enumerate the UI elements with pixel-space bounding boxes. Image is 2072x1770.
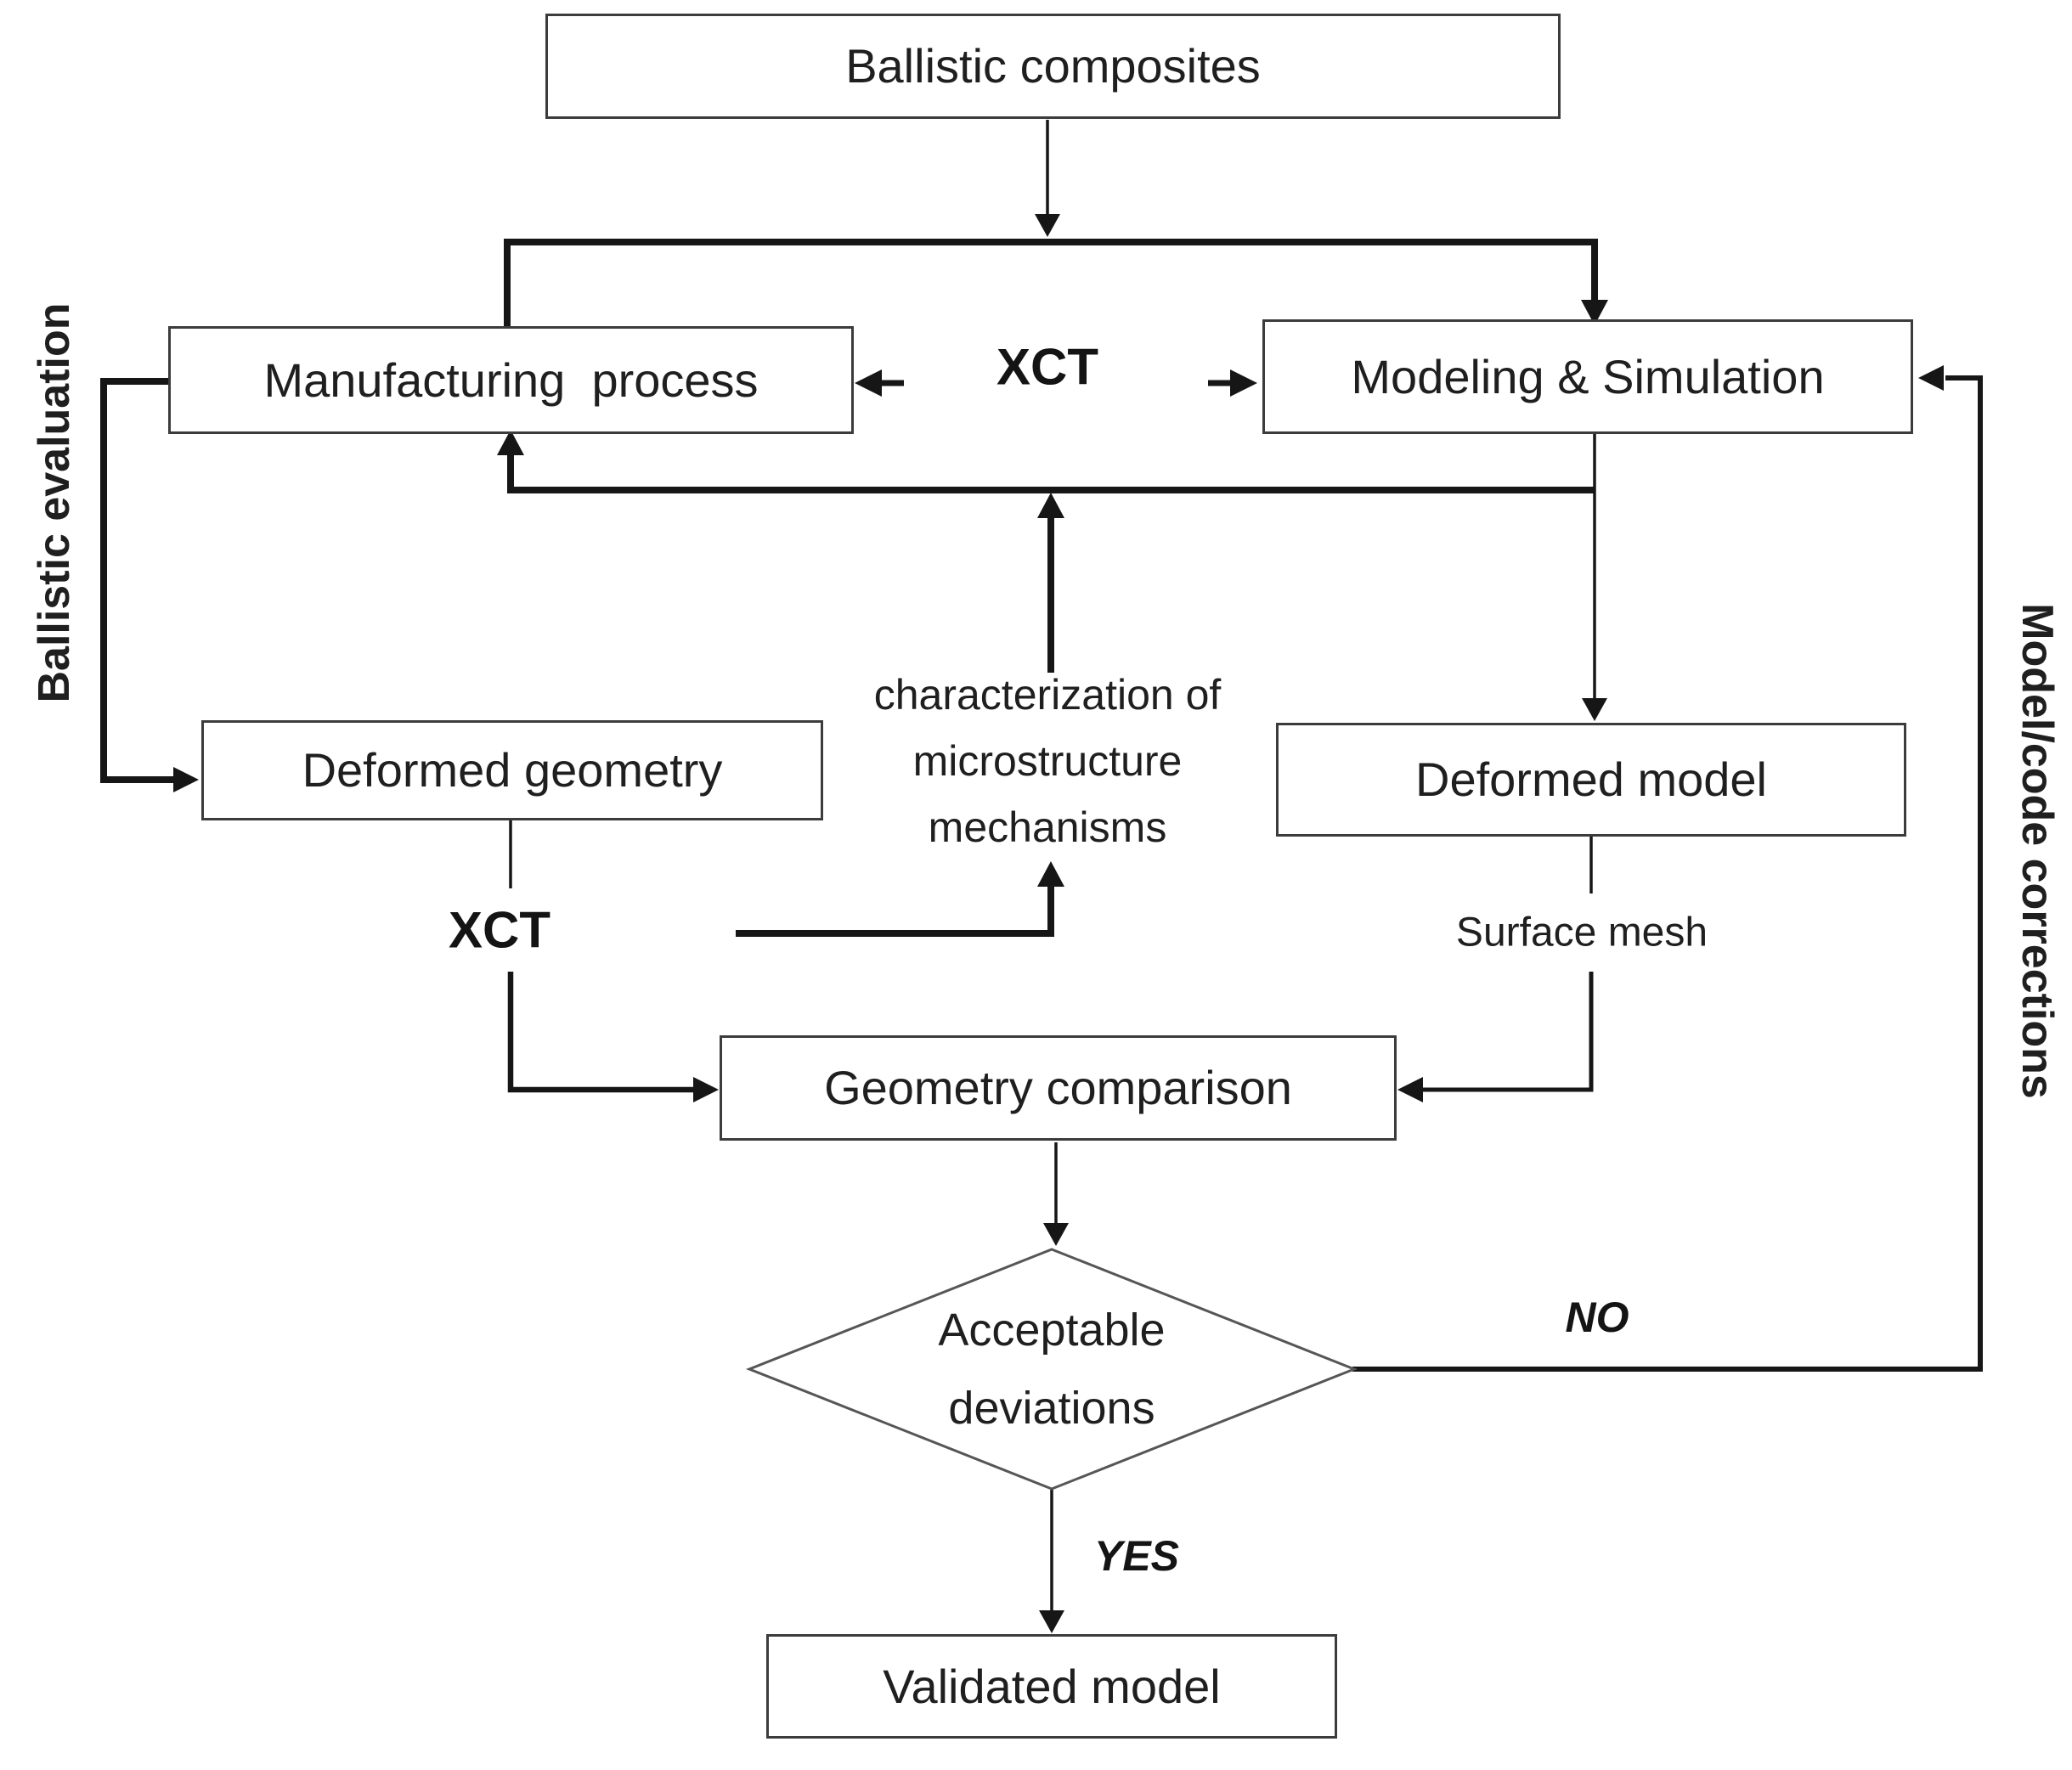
arrowhead-geometry-comparison-right-icon [1397, 1077, 1423, 1102]
label-yes: YES [1093, 1532, 1180, 1580]
node-deformed-geometry: Deformed geometry [201, 720, 823, 820]
node-deformed-geometry-label: Deformed geometry [302, 743, 723, 798]
node-deformed-model-label: Deformed model [1415, 753, 1767, 807]
label-no: NO [1565, 1294, 1629, 1341]
label-xct-lower: XCT [449, 901, 550, 959]
arrowhead-characterization-up-icon [1037, 493, 1064, 518]
label-surface-mesh: Surface mesh [1455, 910, 1708, 955]
node-modeling-simulation: Modeling & Simulation [1262, 319, 1913, 434]
label-model-code-corrections: Model/code corrections [2013, 603, 2062, 1099]
label-ballistic-evaluation: Ballistic evaluation [30, 302, 79, 703]
label-acceptable-line1: Acceptable [938, 1305, 1166, 1356]
edge-xct-to-geometry-comparison [507, 972, 698, 1093]
edge-surface-mesh-to-geometry-comparison [1417, 972, 1594, 1092]
arrowhead-decision-top-icon [1043, 1223, 1069, 1246]
node-deformed-model: Deformed model [1276, 723, 1906, 837]
node-manufacturing-process: Manufacturing process [168, 326, 854, 434]
arrowhead-return-up-icon [497, 430, 524, 455]
node-validated-model: Validated model [766, 1634, 1337, 1739]
edge-ballistic-evaluation [100, 378, 177, 783]
node-modeling-simulation-label: Modeling & Simulation [1351, 349, 1825, 403]
node-ballistic-composites-label: Ballistic composites [845, 39, 1261, 93]
label-acceptable-line2: deviations [948, 1383, 1155, 1434]
node-validated-model-label: Validated model [883, 1659, 1221, 1713]
edge-top-bracket [504, 239, 1598, 330]
label-acceptable-deviations: Acceptable deviations [938, 1291, 1165, 1447]
arrowhead-geometry-comparison-left-icon [693, 1077, 719, 1102]
label-characterization-line3: mechanisms [928, 803, 1167, 851]
arrowhead-validated-model-icon [1039, 1610, 1064, 1633]
arrowhead-deformed-model-icon [1582, 698, 1607, 721]
arrowhead-xct-left-icon [855, 369, 882, 397]
edge-return-line [507, 447, 1595, 493]
arrowhead-modeling-right-icon [1918, 365, 1944, 391]
arrowhead-composites-down-icon [1035, 214, 1060, 237]
label-characterization: characterization of microstructure mecha… [874, 662, 1222, 860]
arrowhead-bracket-right-down-icon [1581, 300, 1608, 325]
edge-no-feedback [1352, 375, 1983, 1372]
arrowhead-deformed-geometry-icon [173, 767, 199, 792]
label-characterization-line1: characterization of [873, 671, 1222, 719]
node-manufacturing-process-label: Manufacturing process [263, 352, 759, 407]
arrowhead-xct-right-icon [1230, 369, 1257, 397]
label-xct-top: XCT [996, 338, 1098, 396]
node-geometry-comparison-label: Geometry comparison [824, 1061, 1292, 1115]
node-ballistic-composites: Ballistic composites [545, 14, 1561, 119]
node-geometry-comparison: Geometry comparison [720, 1035, 1397, 1141]
decision-diamond [745, 1248, 1358, 1491]
arrowhead-xct-characterization-icon [1037, 861, 1064, 887]
edge-xct-to-characterization [736, 885, 1054, 937]
label-characterization-line2: microstructure [912, 737, 1183, 785]
